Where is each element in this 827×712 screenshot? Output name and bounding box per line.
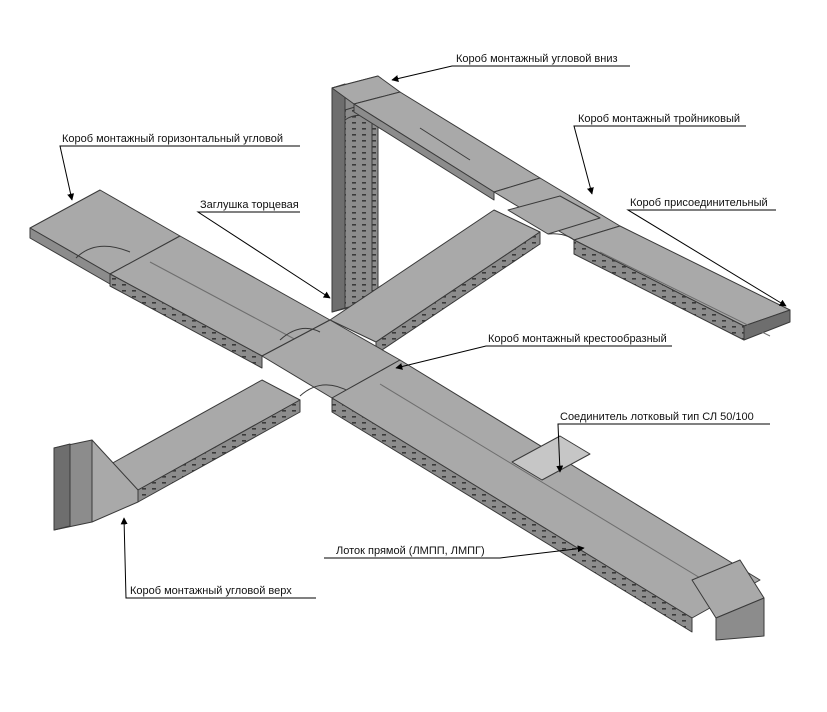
leader-horizontal-corner: [59, 145, 300, 201]
label-tray-connector: Соединитель лотковый тип СЛ 50/100: [560, 411, 754, 423]
tray-geometry: [29, 75, 791, 641]
leader-corner-down: [391, 65, 630, 82]
label-end-cap: Заглушка торцевая: [200, 199, 299, 211]
leader-lines: [59, 65, 787, 599]
label-corner-up: Короб монтажный угловой верх: [130, 585, 292, 597]
corner-up-piece: [53, 439, 139, 531]
upper-back-tray: [353, 91, 541, 201]
label-horizontal-corner: Короб монтажный горизонтальный угловой: [62, 133, 283, 145]
leader-connector-box: [626, 209, 787, 307]
callout-labels: Короб монтажный угловой вниз Короб монта…: [62, 53, 768, 597]
right-tray: [573, 225, 791, 341]
lower-right-bend: [691, 559, 765, 641]
leader-straight-tray: [324, 545, 585, 559]
label-connector-box: Короб присоединительный: [630, 197, 768, 209]
lower-left-tray: [99, 379, 301, 503]
label-tee: Короб монтажный тройниковый: [578, 113, 740, 125]
label-corner-down: Короб монтажный угловой вниз: [456, 53, 618, 65]
label-straight-tray: Лоток прямой (ЛМПП, ЛМПГ): [336, 545, 485, 557]
corner-down-riser: [331, 75, 401, 313]
leader-corner-up: [120, 517, 316, 599]
leader-end-cap: [196, 211, 331, 299]
leader-tee: [573, 125, 746, 195]
leader-tray-connector: [556, 423, 770, 473]
leader-cross: [395, 345, 672, 370]
horizontal-corner-left: [29, 189, 181, 285]
label-cross: Короб монтажный крестообразный: [488, 333, 667, 345]
lower-right-tray: [331, 359, 761, 633]
